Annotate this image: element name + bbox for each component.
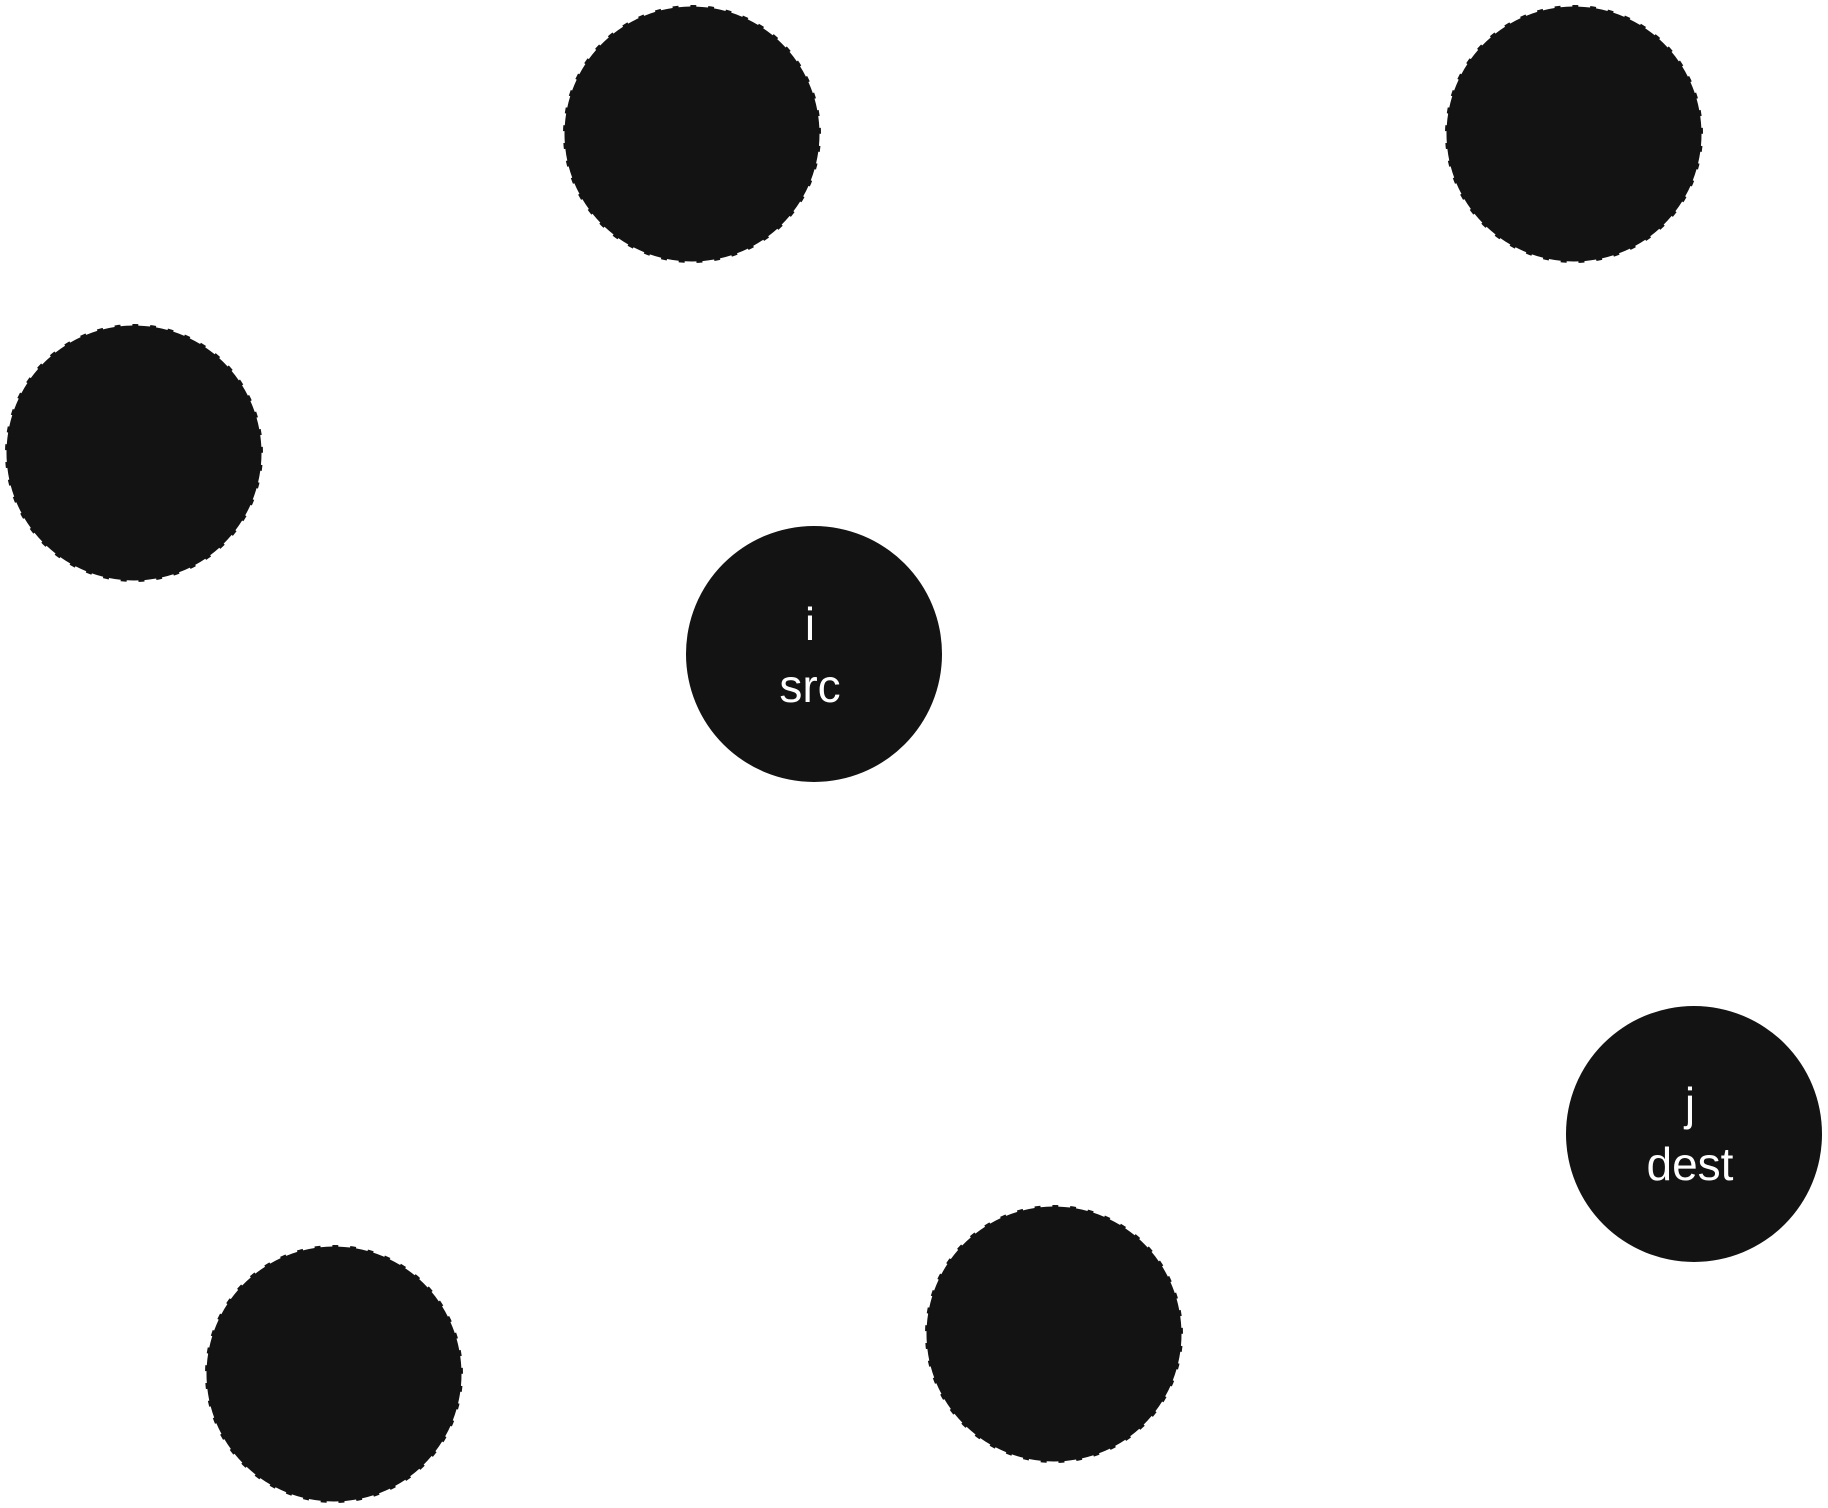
node-i-label: i: [805, 598, 815, 650]
node-top-right: [1443, 3, 1705, 265]
node-bottom-left: [203, 1243, 465, 1505]
node-i: i src: [686, 526, 942, 782]
node-j-circle: [1566, 1006, 1822, 1262]
node-j-sublabel: dest: [1647, 1138, 1734, 1190]
node-j: j dest: [1566, 1006, 1822, 1262]
node-bottom-center: [923, 1203, 1185, 1465]
node-i-circle: [686, 526, 942, 782]
node-top-center: [561, 3, 823, 265]
node-i-sublabel: src: [779, 660, 840, 712]
node-j-label: j: [1683, 1078, 1695, 1130]
node-left: [3, 322, 265, 584]
